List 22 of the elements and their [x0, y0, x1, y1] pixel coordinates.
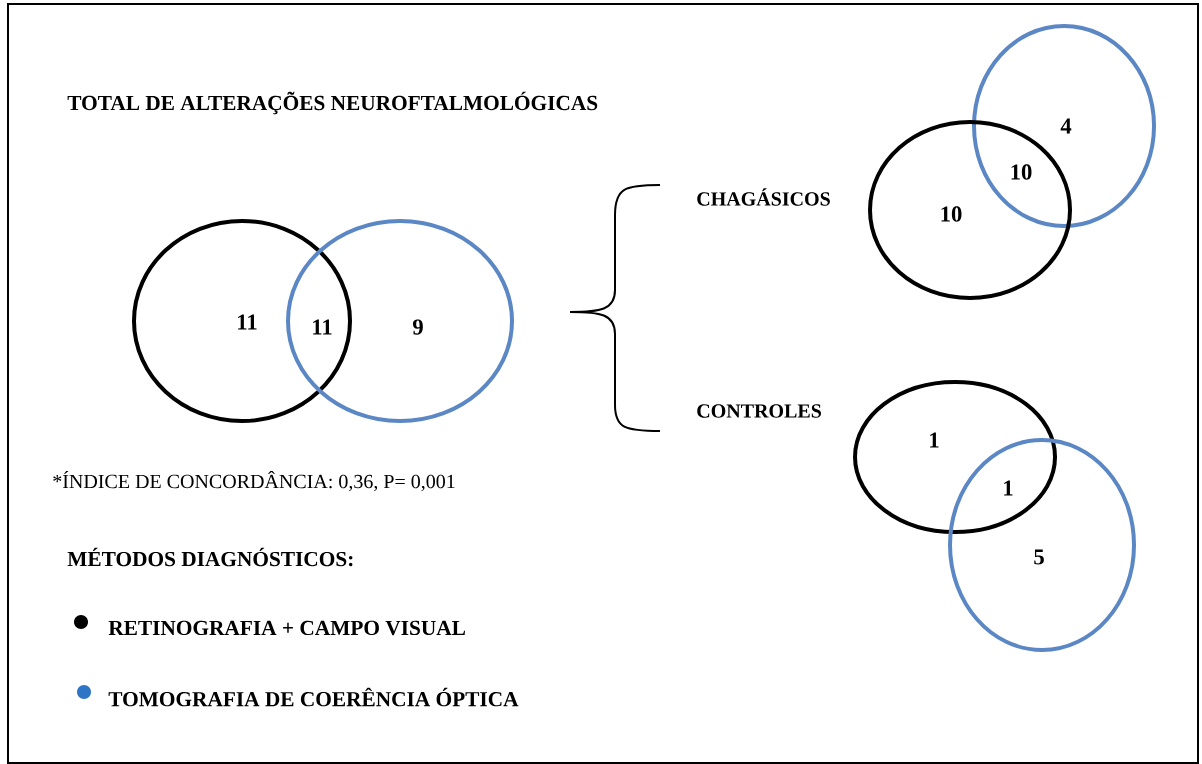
- legend-text: TOMOGRAFIA DE COERÊNCIA ÓPTICA: [108, 687, 519, 707]
- count-number: 1: [1004, 480, 1013, 496]
- count-number: 10: [1011, 164, 1032, 180]
- count-number: 4: [1060, 118, 1072, 134]
- count-number: 5: [1034, 549, 1044, 565]
- count-number: 11: [313, 319, 332, 335]
- venn-circle: [948, 438, 1136, 652]
- count-number: 11: [238, 314, 257, 330]
- venn-circle: [286, 219, 514, 423]
- group-label: CONTROLES: [697, 404, 821, 418]
- venn-circle: [972, 24, 1156, 228]
- venn-circle: [868, 120, 1072, 300]
- title: TOTAL DE ALTERAÇÕES NEUROFTALMOLÓGICAS: [67, 91, 598, 115]
- venn-circle: [132, 219, 352, 423]
- count-number: 9: [412, 319, 423, 335]
- legend-heading: MÉTODOS DIAGNÓSTICOS:: [67, 547, 353, 567]
- venn-circle: [853, 380, 1057, 534]
- legend-text: RETINOGRAFIA + CAMPO VISUAL: [108, 620, 465, 636]
- count-number: 10: [941, 206, 962, 222]
- count-number: 1: [930, 432, 939, 448]
- group-label: CHAGÁSICOS: [697, 188, 830, 206]
- note: *ÍNDICE DE CONCORDÂNCIA: 0,36, P= 0,001: [53, 470, 455, 492]
